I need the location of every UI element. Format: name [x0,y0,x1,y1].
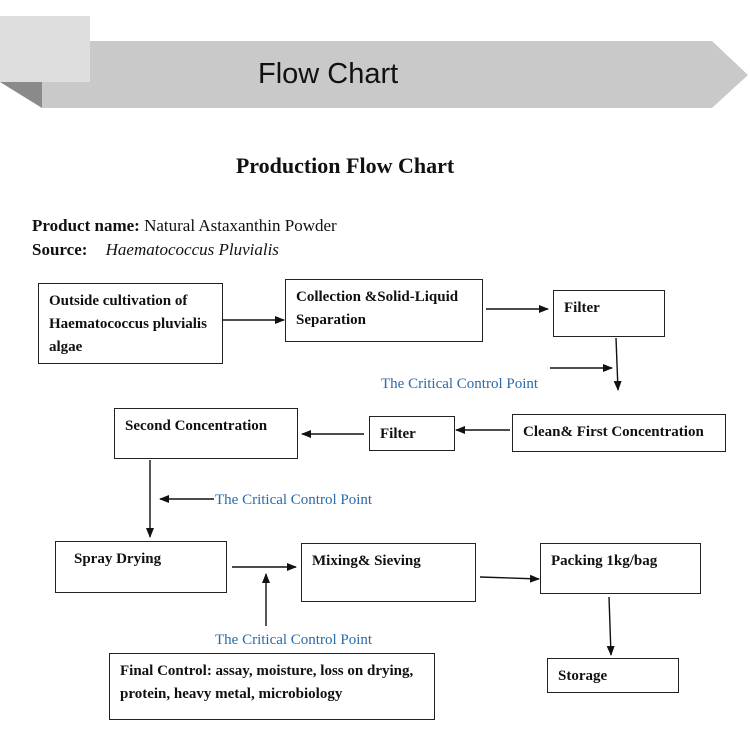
node-collection: Collection &Solid-Liquid Separation [285,279,483,342]
node-packing: Packing 1kg/bag [540,543,701,594]
ccp-label-1: The Critical Control Point [381,376,539,392]
ccp-label-2: The Critical Control Point [215,492,373,508]
diagram-title: Production Flow Chart [235,153,455,178]
node-storage: Storage [547,658,679,693]
arrow-filter-to-clean [613,337,622,391]
node-filter-2: Filter [369,416,455,451]
node-mixing-sieving: Mixing& Sieving [301,543,476,602]
source-line: Source: Haematococcus Pluvialis [32,240,279,260]
node-filter-1: Filter [553,290,665,337]
node-final-control: Final Control: assay, moisture, loss on … [109,653,435,720]
node-outside-cultivation: Outside cultivation of Haematococcus plu… [38,283,223,364]
banner-ribbon [0,16,748,108]
source-label: Source: [32,240,88,259]
arrow-mixing-to-packing [479,574,540,583]
product-name-label: Product name: [32,216,140,235]
ccp-label-3: The Critical Control Point [215,632,373,648]
arrow-packing-to-storage [606,596,615,656]
product-name-line: Product name: Natural Astaxanthin Powder [32,216,337,236]
banner-title: Flow Chart [258,58,399,90]
source-value: Haematococcus Pluvialis [105,240,279,259]
node-spray-drying: Spray Drying [55,541,227,593]
node-clean-first-concentration: Clean& First Concentration [512,414,726,452]
node-second-concentration: Second Concentration [114,408,298,459]
product-name-value: Natural Astaxanthin Powder [144,216,337,235]
